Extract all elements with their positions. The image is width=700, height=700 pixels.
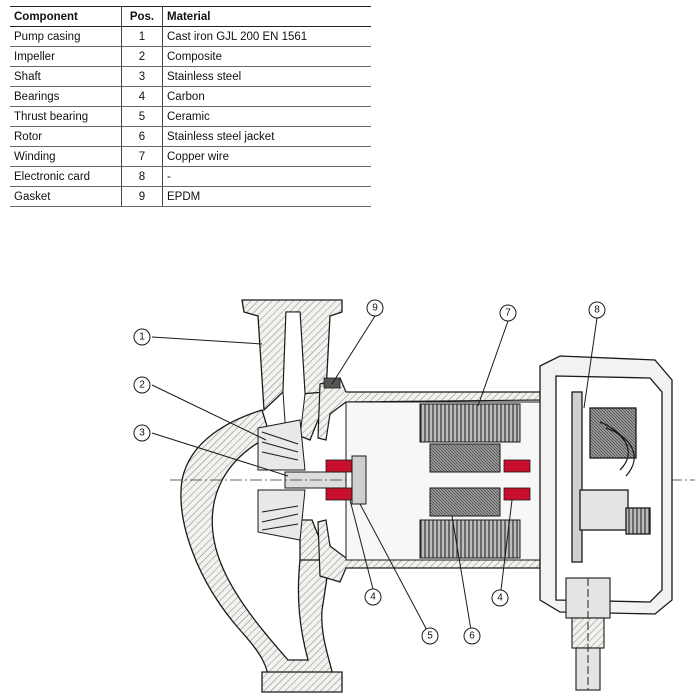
callout-label-4b: 4 xyxy=(497,593,503,604)
callout-6: 6 xyxy=(463,627,481,645)
cell-material: Cast iron GJL 200 EN 1561 xyxy=(162,26,371,47)
callout-2: 2 xyxy=(133,376,151,394)
table-row: Impeller 2 Composite xyxy=(10,46,371,67)
callout-1: 1 xyxy=(133,328,151,346)
cell-material: Carbon xyxy=(162,86,371,107)
callout-label-6: 6 xyxy=(469,631,475,642)
cell-pos: 3 xyxy=(121,66,163,87)
header-material: Material xyxy=(162,6,371,27)
callout-label-9: 9 xyxy=(372,303,378,314)
callout-8: 8 xyxy=(588,301,606,319)
callout-4-right: 4 xyxy=(491,589,509,607)
table-row: Thrust bearing 5 Ceramic xyxy=(10,106,371,127)
cell-component: Gasket xyxy=(10,186,122,207)
callout-label-5: 5 xyxy=(427,631,433,642)
table-row: Bearings 4 Carbon xyxy=(10,86,371,107)
cell-material: Ceramic xyxy=(162,106,371,127)
cell-component: Pump casing xyxy=(10,26,122,47)
callout-label-3: 3 xyxy=(139,428,145,439)
cell-component: Winding xyxy=(10,146,122,167)
table-row: Gasket 9 EPDM xyxy=(10,186,371,207)
callout-7: 7 xyxy=(499,304,517,322)
callout-4-left: 4 xyxy=(364,588,382,606)
impeller xyxy=(257,419,306,541)
header-component: Component xyxy=(10,6,122,27)
cable-connector xyxy=(565,577,611,691)
gasket xyxy=(323,377,341,389)
bearings xyxy=(325,459,531,501)
table-row: Pump casing 1 Cast iron GJL 200 EN 1561 xyxy=(10,26,371,47)
cell-pos: 1 xyxy=(121,26,163,47)
callout-5: 5 xyxy=(421,627,439,645)
cell-component: Thrust bearing xyxy=(10,106,122,127)
cell-pos: 8 xyxy=(121,166,163,187)
cell-pos: 9 xyxy=(121,186,163,207)
cell-component: Shaft xyxy=(10,66,122,87)
table-row: Winding 7 Copper wire xyxy=(10,146,371,167)
winding xyxy=(419,403,521,559)
table-row: Rotor 6 Stainless steel jacket xyxy=(10,126,371,147)
thrust-bearing xyxy=(351,455,367,505)
callout-label-8: 8 xyxy=(594,305,600,316)
cell-component: Rotor xyxy=(10,126,122,147)
cell-material: - xyxy=(162,166,371,187)
leader-lines xyxy=(151,315,598,637)
table-header-row: Component Pos. Material xyxy=(10,6,371,27)
callout-label-7: 7 xyxy=(505,308,511,319)
cell-pos: 5 xyxy=(121,106,163,127)
rotor xyxy=(429,443,501,517)
cell-component: Bearings xyxy=(10,86,122,107)
table-row: Shaft 3 Stainless steel xyxy=(10,66,371,87)
callout-label-2: 2 xyxy=(139,380,145,391)
terminal-box xyxy=(539,355,673,615)
cell-pos: 7 xyxy=(121,146,163,167)
cell-component: Electronic card xyxy=(10,166,122,187)
cell-material: Copper wire xyxy=(162,146,371,167)
table-row: Electronic card 8 - xyxy=(10,166,371,187)
cell-material: EPDM xyxy=(162,186,371,207)
callout-label-1: 1 xyxy=(139,332,145,343)
cell-material: Composite xyxy=(162,46,371,67)
callout-3: 3 xyxy=(133,424,151,442)
cell-material: Stainless steel jacket xyxy=(162,126,371,147)
callout-label-4a: 4 xyxy=(370,592,376,603)
callout-9: 9 xyxy=(366,299,384,317)
cell-pos: 2 xyxy=(121,46,163,67)
header-pos: Pos. xyxy=(121,6,163,27)
cell-pos: 4 xyxy=(121,86,163,107)
cell-pos: 6 xyxy=(121,126,163,147)
parts-table: Component Pos. Material Pump casing 1 Ca… xyxy=(10,6,371,207)
cell-material: Stainless steel xyxy=(162,66,371,87)
cell-component: Impeller xyxy=(10,46,122,67)
